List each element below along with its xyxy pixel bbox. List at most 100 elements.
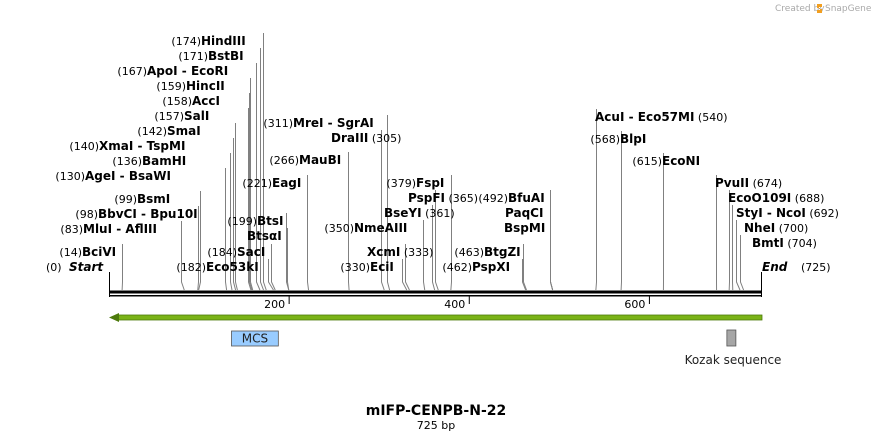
enzyme-label[interactable]: (311)MreI - SgrAI: [263, 116, 373, 130]
enzyme-label[interactable]: BspMI: [504, 221, 545, 235]
tick-label: 400: [444, 298, 465, 311]
enzyme-label[interactable]: (98)BbvCI - Bpu10I: [75, 207, 197, 221]
tick-label: 200: [264, 298, 285, 311]
enzyme-label[interactable]: PvuII (674): [715, 176, 782, 190]
enzyme-name: PspXI: [472, 260, 510, 274]
enzyme-separator: -: [178, 64, 191, 78]
enzyme-label[interactable]: (184)SacI: [207, 245, 265, 259]
enzyme-position: (157): [154, 110, 184, 123]
enzyme-leader-line: [435, 190, 439, 291]
enzyme-label[interactable]: PaqCI: [505, 206, 543, 220]
enzyme-label[interactable]: (14)BciVI: [59, 245, 116, 259]
enzyme-name: StyI: [736, 206, 763, 220]
enzyme-name: MluI: [83, 222, 112, 236]
enzyme-leader-line: [225, 168, 228, 291]
enzyme-label[interactable]: (266)MauBI: [269, 153, 341, 167]
enzyme-name: Bpu10I: [150, 207, 197, 221]
enzyme-separator: -: [137, 207, 150, 221]
enzyme-name: TspMI: [147, 139, 186, 153]
enzyme-name: AccI: [192, 94, 220, 108]
enzyme-name: PvuII: [715, 176, 749, 190]
enzyme-position: (333): [400, 246, 433, 259]
tick-label: 600: [624, 298, 645, 311]
enzyme-leader-line: [181, 221, 185, 291]
enzyme-leader-line: [248, 108, 252, 291]
enzyme-name: BstBI: [208, 49, 244, 63]
enzyme-leader-line: [348, 152, 350, 291]
enzyme-name: AcuI: [595, 110, 624, 124]
enzyme-name: HincII: [186, 79, 225, 93]
enzyme-leader-line: [198, 191, 201, 291]
enzyme-leader-line: [235, 123, 238, 291]
scale-ticks: 200 400 600: [264, 296, 650, 311]
enzyme-name: BfuAI: [508, 191, 545, 205]
enzyme-label[interactable]: AcuI - Eco57MI (540): [595, 110, 728, 124]
enzyme-label[interactable]: (130)AgeI - BsaWI: [55, 169, 171, 183]
enzyme-label[interactable]: (615)EcoNI: [632, 154, 700, 168]
enzyme-label[interactable]: EcoO109I (688): [728, 191, 824, 205]
enzyme-position: (700): [775, 222, 808, 235]
enzyme-separator: -: [115, 169, 128, 183]
end-label: End: [762, 260, 788, 274]
enzyme-label[interactable]: (174)HindIII: [171, 34, 245, 48]
enzyme-name: EciI: [370, 260, 394, 274]
enzyme-label[interactable]: (463)BtgZI: [454, 245, 520, 259]
enzyme-label[interactable]: (159)HincII: [156, 79, 224, 93]
enzyme-label[interactable]: NheI (700): [744, 221, 808, 235]
enzyme-label[interactable]: (199)BtsI: [227, 214, 283, 228]
enzyme-label[interactable]: (379)FspI: [386, 176, 444, 190]
enzyme-name: BspMI: [504, 221, 545, 235]
enzyme-position: (463): [454, 246, 484, 259]
enzyme-position: (492): [478, 192, 508, 205]
enzyme-label[interactable]: (136)BamHI: [112, 154, 186, 168]
enzyme-labels: (14)BciVI (83)MluI - AflIII(98)BbvCI - Bp…: [55, 34, 839, 274]
enzyme-label[interactable]: (221)EagI: [242, 176, 301, 190]
enzyme-label[interactable]: (568)BlpI: [590, 132, 646, 146]
enzyme-leader-line: [432, 205, 436, 291]
enzyme-name: BtsαI: [247, 229, 282, 243]
enzyme-name: BtsI: [257, 214, 284, 228]
enzyme-name: EagI: [272, 176, 301, 190]
enzyme-label[interactable]: (462)PspXI: [442, 260, 510, 274]
enzyme-position: (674): [749, 177, 782, 190]
enzyme-label[interactable]: (330)EciI: [340, 260, 393, 274]
enzyme-label[interactable]: (171)BstBI: [178, 49, 243, 63]
enzyme-leader-line: [523, 244, 527, 291]
enzyme-label[interactable]: BseYI (361): [384, 206, 455, 220]
enzyme-leader-line: [197, 206, 199, 291]
enzyme-position: (688): [791, 192, 824, 205]
enzyme-label[interactable]: BmtI (704): [752, 236, 817, 250]
enzyme-leader-line: [387, 115, 391, 291]
enzyme-name: SalI: [184, 109, 209, 123]
enzyme-label[interactable]: (99)BsmI: [114, 192, 170, 206]
enzyme-position: (462): [442, 261, 472, 274]
enzyme-name: MauBI: [299, 153, 341, 167]
enzyme-label[interactable]: (83)MluI - AflIII: [60, 222, 157, 236]
enzyme-position: (99): [114, 193, 137, 206]
snapgene-logo-icon: [817, 4, 822, 13]
enzyme-label[interactable]: (167)ApoI - EcoRI: [117, 64, 228, 78]
enzyme-name: HindIII: [201, 34, 246, 48]
mcs-feature[interactable]: MCS: [231, 330, 279, 347]
enzyme-label[interactable]: (157)SalI: [154, 109, 209, 123]
enzyme-label[interactable]: (492)BfuAI: [478, 191, 544, 205]
enzyme-label[interactable]: BtsαI: [247, 229, 282, 243]
enzyme-leader-line: [736, 220, 741, 291]
enzyme-name: Eco57MI: [638, 110, 695, 124]
kozak-feature[interactable]: Kozak sequence: [685, 329, 782, 367]
map-title: mIFP-CENPB-N-22: [366, 403, 507, 419]
enzyme-label[interactable]: DraIII (305): [331, 131, 401, 145]
enzyme-label[interactable]: StyI - NcoI (692): [736, 206, 839, 220]
enzyme-label[interactable]: (140)XmaI - TspMI: [69, 139, 185, 153]
enzyme-label[interactable]: (142)SmaI: [137, 124, 200, 138]
enzyme-label[interactable]: (182)Eco53kI: [176, 260, 258, 274]
enzyme-name: BtgZI: [484, 245, 521, 259]
enzyme-leader-line: [550, 190, 554, 291]
enzyme-label[interactable]: (158)AccI: [162, 94, 220, 108]
enzyme-leader-line: [250, 78, 254, 291]
enzyme-label[interactable]: XcmI (333): [367, 245, 433, 259]
enzyme-name: EcoNI: [662, 154, 700, 168]
enzyme-label[interactable]: (350)NmeAIII: [324, 221, 407, 235]
enzyme-leader-line: [256, 63, 261, 291]
enzyme-label[interactable]: PspFI (365): [408, 191, 478, 205]
